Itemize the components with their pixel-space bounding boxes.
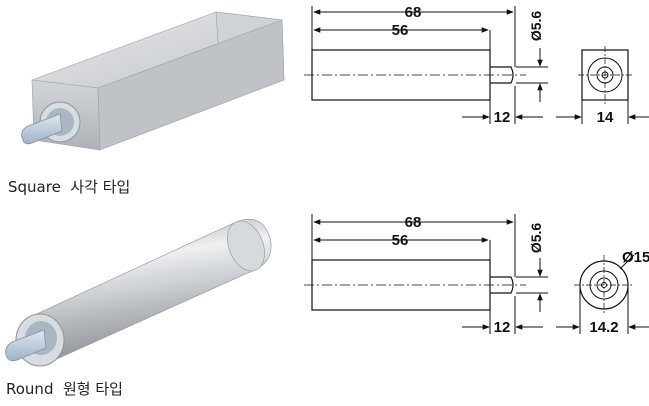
square-width: 14 [597, 109, 614, 126]
round-side-view-drawing [304, 214, 548, 334]
square-pin-diameter: Ø5.6 [528, 11, 544, 42]
square-body-length: 56 [392, 22, 409, 39]
square-caption: Square 사각 타입 [8, 178, 131, 196]
round-damper-render [5, 218, 272, 367]
round-pin-diameter: Ø5.6 [528, 223, 544, 254]
round-pin-length: 12 [494, 319, 511, 336]
round-end-view-drawing [556, 254, 649, 334]
square-pin-length: 12 [494, 109, 511, 126]
round-outer-diameter: Ø15 [622, 249, 649, 266]
square-overall-length: 68 [405, 4, 422, 21]
round-body-length: 56 [392, 232, 409, 249]
square-side-view-drawing [304, 6, 548, 124]
round-width: 14.2 [589, 319, 618, 336]
round-caption: Round 원형 타입 [6, 380, 123, 398]
round-overall-length: 68 [405, 214, 422, 231]
square-damper-render [21, 11, 285, 151]
square-end-view-drawing [556, 46, 649, 124]
